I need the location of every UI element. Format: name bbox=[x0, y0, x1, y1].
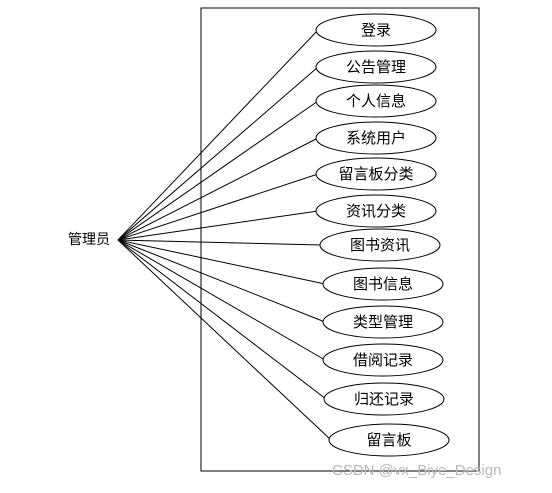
use-case-ellipse bbox=[328, 423, 450, 457]
use-case-label: 留言板 bbox=[366, 431, 411, 449]
association-line bbox=[117, 239, 326, 361]
use-case-ellipse bbox=[315, 157, 437, 191]
use-case-ellipse bbox=[315, 50, 437, 84]
use-case-ellipse bbox=[315, 121, 437, 155]
use-case-ellipse bbox=[322, 267, 444, 301]
use-case-label: 资讯分类 bbox=[346, 202, 406, 220]
use-case-ellipse bbox=[315, 84, 437, 118]
association-line bbox=[117, 239, 326, 285]
association-line bbox=[117, 66, 319, 241]
use-case-label: 公告管理 bbox=[346, 58, 406, 76]
use-case-label: 借阅记录 bbox=[353, 351, 413, 369]
association-line bbox=[117, 239, 323, 246]
use-case-label: 系统用户 bbox=[346, 129, 406, 147]
association-line bbox=[117, 100, 319, 241]
system-boundary bbox=[200, 7, 480, 472]
use-case-label: 类型管理 bbox=[353, 313, 413, 331]
association-line bbox=[117, 239, 332, 441]
association-line bbox=[117, 239, 326, 323]
association-line bbox=[117, 137, 319, 241]
watermark: CSDN @vx_Biye_Design bbox=[332, 462, 502, 479]
actor-label: 管理员 bbox=[68, 232, 110, 248]
association-line bbox=[117, 173, 319, 241]
use-case-label: 图书资讯 bbox=[350, 236, 410, 254]
use-case-ellipse bbox=[323, 382, 445, 416]
use-case-ellipse bbox=[322, 343, 444, 377]
use-case-ellipse bbox=[319, 228, 441, 262]
use-case-ellipse bbox=[315, 194, 437, 228]
association-line bbox=[117, 210, 319, 241]
association-line bbox=[117, 29, 319, 241]
use-case-label: 图书信息 bbox=[353, 275, 413, 293]
use-case-ellipse bbox=[315, 13, 437, 47]
use-case-ellipse bbox=[322, 305, 444, 339]
use-case-label: 登录 bbox=[361, 21, 391, 39]
use-case-group: 登录公告管理个人信息系统用户留言板分类资讯分类图书资讯图书信息类型管理借阅记录归… bbox=[315, 13, 450, 457]
association-line bbox=[117, 239, 327, 400]
use-case-label: 归还记录 bbox=[354, 390, 414, 408]
association-lines bbox=[117, 29, 332, 441]
use-case-label: 个人信息 bbox=[346, 92, 406, 110]
use-case-label: 留言板分类 bbox=[338, 165, 413, 183]
